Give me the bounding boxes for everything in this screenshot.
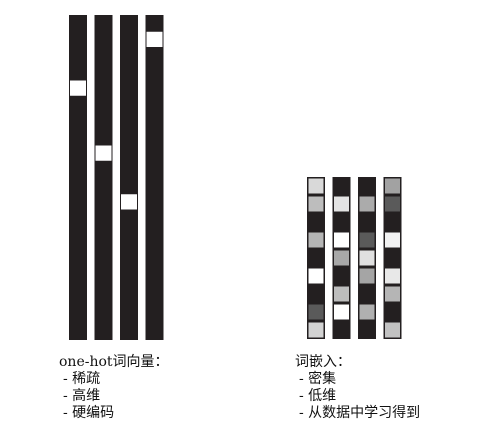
one-hot-active-cell xyxy=(95,145,112,161)
embedding-property-dense: - 密集 xyxy=(299,371,337,387)
embedding-cell xyxy=(308,322,324,338)
embedding-cell xyxy=(385,232,400,248)
embedding-cell xyxy=(308,178,324,194)
one-hot-active-cell xyxy=(70,80,86,96)
embedding-cell xyxy=(359,268,375,284)
embedding-cell xyxy=(334,304,349,320)
embedding-cell xyxy=(385,214,400,230)
embedding-cell xyxy=(359,196,375,212)
one-hot-bar xyxy=(120,15,138,340)
one-hot-vector-2 xyxy=(94,15,113,340)
embedding-cell xyxy=(385,286,400,302)
embedding-property-learned: - 从数据中学习得到 xyxy=(299,405,421,421)
one-hot-vector-4 xyxy=(145,15,164,340)
one-hot-vector-1 xyxy=(69,15,87,340)
embedding-vector-1 xyxy=(307,177,325,339)
embedding-cell xyxy=(308,214,324,230)
embedding-cell xyxy=(334,214,349,230)
embedding-cell xyxy=(385,196,400,212)
one-hot-active-cell xyxy=(146,31,163,47)
embedding-vector-2 xyxy=(332,177,351,339)
embedding-cell xyxy=(308,286,324,302)
one-hot-title: one-hot词向量： xyxy=(59,354,169,370)
one-hot-bar xyxy=(94,15,113,340)
embedding-cell xyxy=(308,268,324,284)
embedding-cell xyxy=(308,196,324,212)
embedding-vectors xyxy=(307,177,402,339)
one-hot-bar xyxy=(69,15,87,340)
embedding-cell xyxy=(334,232,349,248)
embedding-cell xyxy=(385,178,400,194)
embedding-cell xyxy=(359,232,375,248)
embedding-cell xyxy=(385,250,400,266)
embedding-cell xyxy=(334,250,349,266)
embedding-cell xyxy=(334,196,349,212)
embedding-property-low-dim: - 低维 xyxy=(299,388,337,404)
one-hot-vector-3 xyxy=(120,15,138,340)
one-hot-property-sparse: - 稀疏 xyxy=(63,371,101,387)
one-hot-property-hardcoded: - 硬编码 xyxy=(63,405,115,421)
embedding-cell xyxy=(385,304,400,320)
embedding-vector-3 xyxy=(358,177,376,339)
embedding-cell xyxy=(359,214,375,230)
embedding-cell xyxy=(334,286,349,302)
one-hot-property-high-dim: - 高维 xyxy=(63,388,101,404)
embedding-cell xyxy=(308,232,324,248)
embedding-cell xyxy=(334,178,349,194)
embedding-cell xyxy=(385,268,400,284)
one-hot-bar xyxy=(145,15,164,340)
embedding-cell xyxy=(308,304,324,320)
embedding-cell xyxy=(308,250,324,266)
embedding-cell xyxy=(359,304,375,320)
one-hot-active-cell xyxy=(121,194,137,210)
one-hot-caption: one-hot词向量： - 稀疏 - 高维 - 硬编码 xyxy=(59,354,169,422)
embedding-cell xyxy=(334,322,349,338)
embedding-cell xyxy=(385,322,400,338)
embedding-cell xyxy=(334,268,349,284)
embedding-cell xyxy=(359,322,375,338)
one-hot-vectors xyxy=(69,15,164,340)
embedding-title: 词嵌入： xyxy=(295,354,351,370)
embedding-cell xyxy=(359,178,375,194)
embedding-cell xyxy=(359,286,375,302)
embedding-vector-4 xyxy=(383,177,402,339)
embedding-cell xyxy=(359,250,375,266)
embedding-caption: 词嵌入： - 密集 - 低维 - 从数据中学习得到 xyxy=(295,354,420,422)
